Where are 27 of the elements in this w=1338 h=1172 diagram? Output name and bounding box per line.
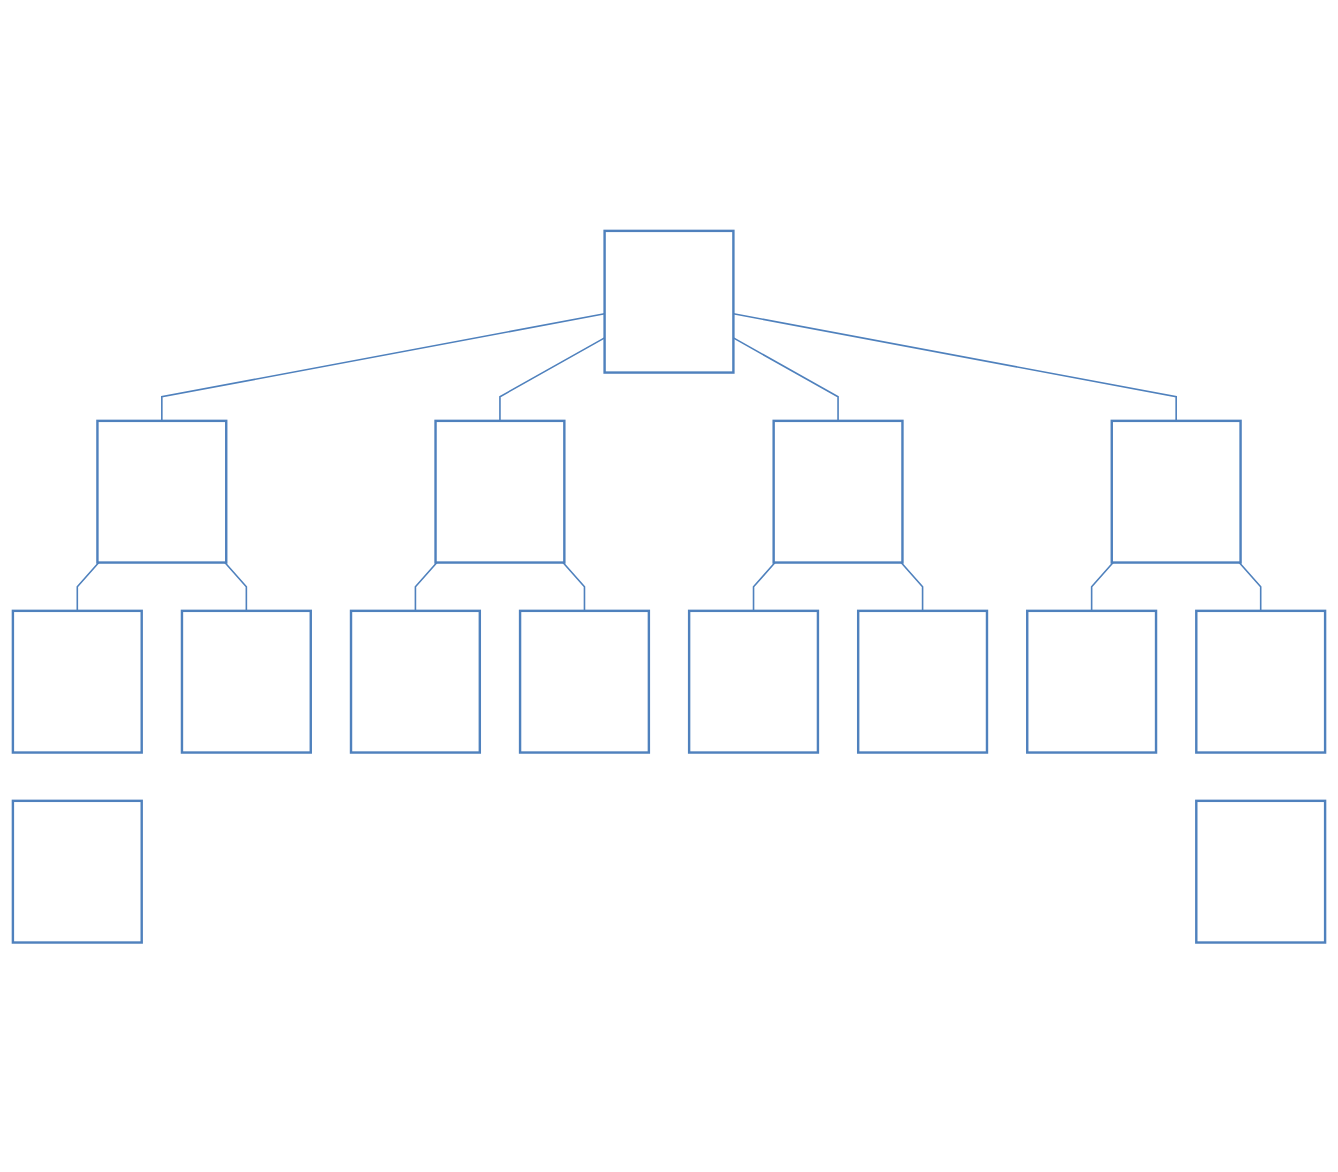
node-box	[180, 608, 312, 754]
node-box	[772, 418, 904, 564]
connector	[752, 561, 776, 611]
node-box	[603, 228, 735, 374]
node-box	[1195, 608, 1327, 754]
connector	[499, 336, 606, 421]
connector	[900, 561, 924, 611]
connector	[732, 336, 839, 421]
connector	[1238, 561, 1262, 611]
node-box	[11, 608, 143, 754]
node-box	[96, 418, 228, 564]
connector	[562, 561, 586, 611]
connector	[1090, 561, 1114, 611]
node-box	[856, 608, 989, 754]
connector	[76, 561, 100, 611]
node-box	[434, 418, 566, 564]
node-box	[349, 608, 482, 754]
node-box	[1110, 418, 1242, 564]
node-box	[518, 608, 651, 754]
connector	[732, 312, 1177, 421]
node-box	[1026, 608, 1158, 754]
node-box	[687, 608, 820, 754]
connector	[161, 312, 606, 421]
node-box	[11, 798, 143, 943]
connector	[224, 561, 248, 611]
connector	[414, 561, 438, 611]
node-box	[1195, 798, 1327, 943]
